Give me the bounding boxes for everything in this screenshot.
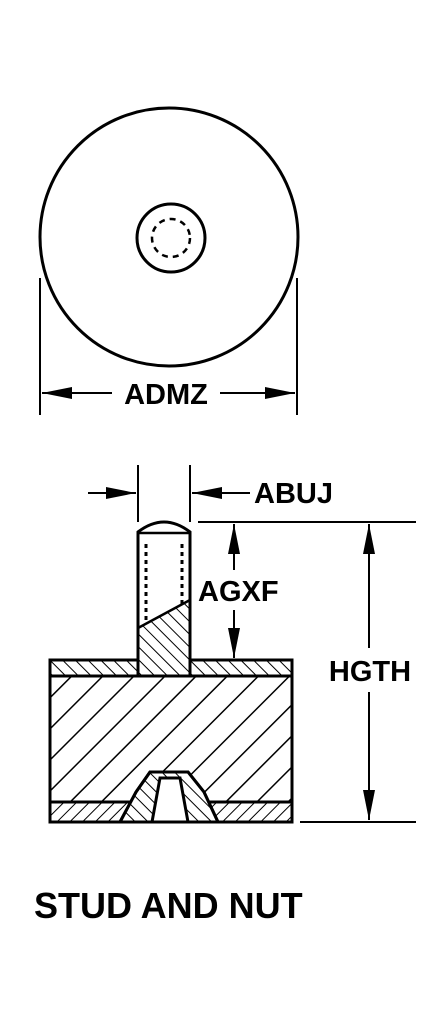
stud-threads [144,544,184,624]
diagram-title: STUD AND NUT [34,885,303,926]
dimension-label-hgth: HGTH [329,656,411,688]
side-view: ABUJ AGXF HGTH [48,465,416,824]
dimension-label-admz: ADMZ [124,379,208,411]
hidden-thread-circle [150,217,192,259]
top-view: ADMZ [38,106,300,415]
nut-bore [150,776,190,824]
outer-circle [38,106,300,368]
dimension-label-agxf: AGXF [198,576,279,608]
stud-circle [135,202,207,274]
stud-base-section [136,597,192,678]
dimension-label-abuj: ABUJ [254,478,333,510]
